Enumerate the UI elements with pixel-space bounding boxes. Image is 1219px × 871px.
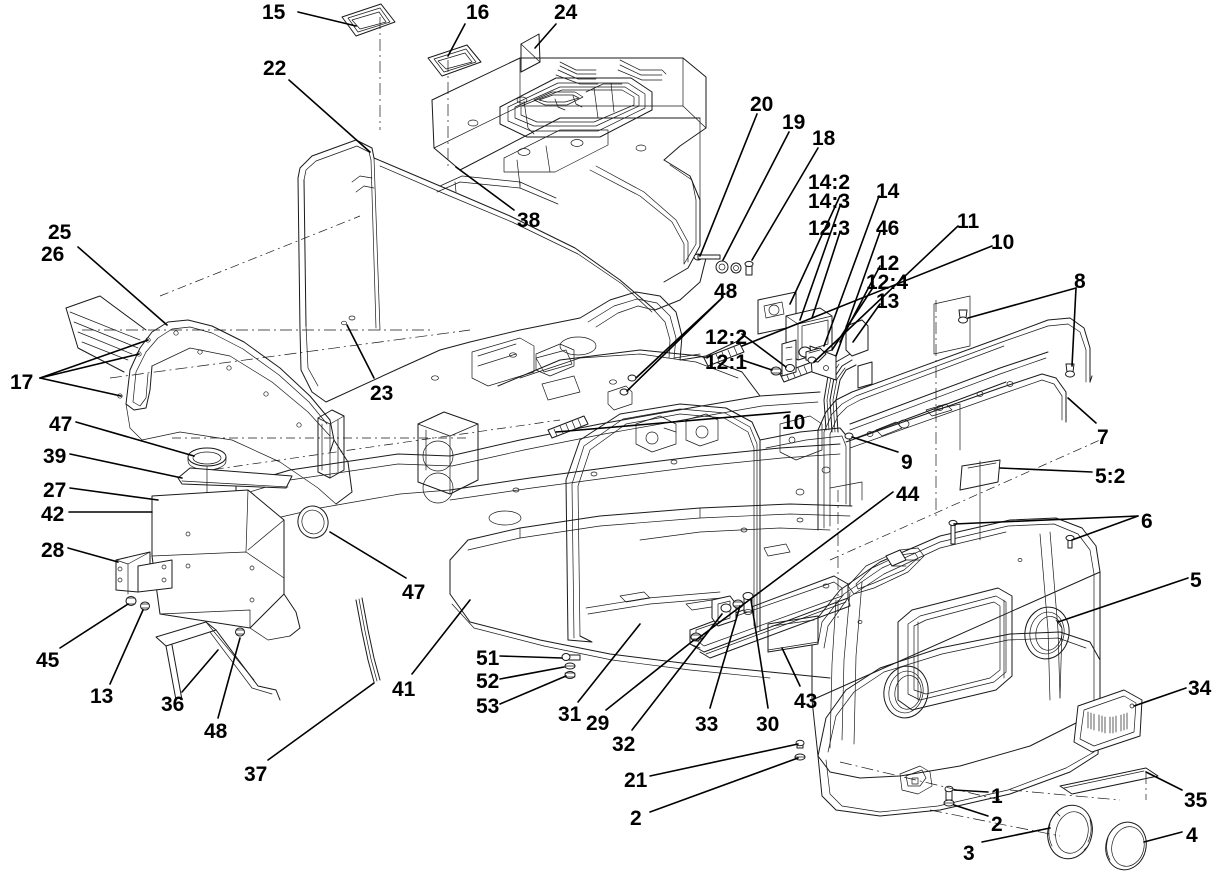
callout-10-upper: 10 [991, 231, 1015, 254]
bolt-stack-lower-left [561, 653, 581, 679]
hood-assembly-part [811, 517, 1101, 817]
lamp-lens-part [1105, 821, 1147, 871]
gasket-upper-part [341, 3, 396, 37]
callout-19: 19 [782, 111, 806, 134]
callout-6: 6 [1141, 510, 1153, 533]
callout-20: 20 [750, 93, 774, 116]
callout-44: 44 [896, 483, 920, 506]
callout-31: 31 [558, 703, 582, 726]
callout-35: 35 [1184, 789, 1208, 812]
screw-stack-top [693, 253, 754, 276]
hood-decal-part [959, 459, 1001, 541]
callout-9: 9 [901, 451, 913, 474]
callout-14-2: 14:2 [808, 171, 851, 194]
callout-12-4: 12:4 [866, 271, 909, 294]
gasket-lower-part [427, 44, 482, 77]
callout-37: 37 [244, 763, 268, 786]
callout-5: 5 [1190, 569, 1202, 592]
callout-46: 46 [876, 217, 900, 240]
callout-2-right: 2 [991, 813, 1003, 836]
callout-11: 11 [957, 210, 980, 233]
callout-12: 12 [876, 252, 900, 275]
callout-22: 22 [263, 57, 287, 80]
hood-support-frame [547, 309, 1093, 531]
callout-17: 17 [10, 371, 34, 394]
main-cowl-assembly [297, 57, 741, 403]
callout-13-right: 13 [876, 290, 900, 313]
callout-32: 32 [612, 733, 636, 756]
callout-33: 33 [695, 713, 719, 736]
callout-28: 28 [41, 539, 65, 562]
toro-logo-badge-part [1073, 689, 1143, 753]
callout-12-3: 12:3 [808, 217, 851, 240]
callout-14-3: 14:3 [808, 190, 851, 213]
callout-39: 39 [43, 445, 67, 468]
left-fender-assembly [65, 295, 353, 505]
callout-48-upper: 48 [714, 280, 738, 303]
callout-26: 26 [41, 243, 65, 266]
name-decal-part [1059, 767, 1159, 795]
callout-1: 1 [991, 785, 1003, 808]
callout-42: 42 [41, 503, 65, 526]
callout-27: 27 [43, 479, 67, 502]
callout-3: 3 [963, 842, 975, 865]
callout-47-upper: 47 [49, 413, 73, 436]
callout-43: 43 [794, 690, 818, 713]
callout-47-lower: 47 [402, 581, 426, 604]
callout-8: 8 [1074, 270, 1086, 293]
callout-53: 53 [476, 695, 500, 718]
callout-51: 51 [476, 647, 500, 670]
callout-30: 30 [756, 713, 780, 736]
lower-left-assembly [115, 447, 381, 701]
leader-lines [39, 11, 1189, 843]
callout-7: 7 [1097, 426, 1109, 449]
callout-45: 45 [36, 649, 60, 672]
callout-13-left: 13 [90, 685, 114, 708]
callout-29: 29 [586, 712, 610, 735]
callout-38: 38 [517, 209, 541, 232]
callout-14: 14 [876, 180, 900, 203]
lamp-bezel-part [1047, 804, 1093, 860]
trim-wedge-part [520, 33, 541, 73]
decal-panel-part [767, 615, 819, 653]
callout-12-1: 12:1 [705, 351, 748, 374]
callout-52: 52 [476, 670, 500, 693]
callout-16: 16 [466, 1, 490, 24]
callout-34: 34 [1188, 677, 1212, 700]
callout-15: 15 [262, 1, 286, 24]
chassis-frame [235, 336, 853, 679]
callout-5-2: 5:2 [1095, 465, 1126, 488]
callout-41: 41 [392, 678, 416, 701]
callout-25: 25 [48, 221, 72, 244]
callout-23: 23 [370, 382, 394, 405]
callout-2-left: 2 [630, 807, 642, 830]
callout-18: 18 [812, 127, 836, 150]
callout-36: 36 [161, 693, 185, 716]
callout-48-lower: 48 [204, 720, 228, 743]
callout-4: 4 [1186, 824, 1198, 847]
callout-21: 21 [624, 769, 648, 792]
callout-12-2: 12:2 [705, 326, 748, 349]
callout-24: 24 [554, 1, 578, 24]
callout-10-lower: 10 [782, 411, 806, 434]
